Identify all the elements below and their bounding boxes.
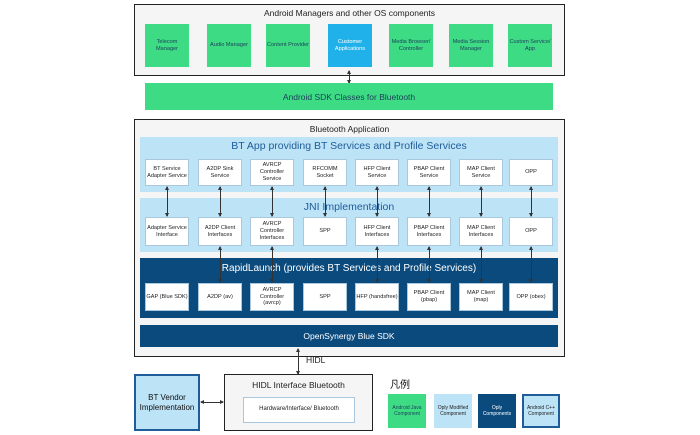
hidl-interface-title: HIDL Interface Bluetooth [252,380,345,390]
legend-title: 凡例 [390,380,410,391]
audio-manager-box: Audio Manager [207,24,251,67]
map-client-interfaces-box: MAP Client Interfaces [459,217,503,246]
jni-panel-title: JNI Implementation [303,201,395,213]
rapidlaunch-panel-title: RapidLaunch (provides BT Services and Pr… [221,262,477,274]
telecom-manager-box: Telecom Manager [145,24,189,67]
service-jni-arrow-3 [270,186,274,217]
legend-oply-modified: Oply Modified Component [434,394,472,428]
hfp-client-service-box: HFP Client Service [355,159,399,186]
hidl-interface-container: HIDL Interface Bluetooth Hardware/Interf… [224,374,373,431]
jni-rapid-arrow-4 [427,246,431,283]
vendor-hidl-arrow [200,400,224,404]
bt-vendor-implementation-box: BT Vendor Implementation [134,374,200,431]
service-jni-arrow-6 [427,186,431,217]
content-provider-box: Content Provider [266,24,310,67]
jni-rapid-arrow-3 [375,246,379,283]
hidl-interface-inner-box: Hardware/Interface/ Bluetooth [243,397,355,423]
a2dp-sink-service-box: A2DP Sink Service [198,159,242,186]
android-sdk-bar: Android SDK Classes for Bluetooth [145,83,553,110]
bt-services-panel-title: BT App providing BT Services and Profile… [231,140,467,152]
jni-rapid-arrow-6 [529,246,533,283]
service-jni-arrow-7 [479,186,483,217]
avrcp-controller-avrcp-box: AVRCP Controller (avrcp) [250,283,294,311]
android-managers-title: Android Managers and other OS components [263,8,436,18]
service-jni-arrow-2 [218,186,222,217]
pbap-client-service-box: PBAP Client Service [407,159,451,186]
opp-jni-box: OPP [509,217,553,246]
legend-android-cpp: Android C++ Component [522,394,560,428]
service-jni-arrow-5 [375,186,379,217]
bt-service-adapter-box: BT Service Adapter Service [145,159,189,186]
jni-rapid-arrow-5 [479,246,483,283]
adapter-service-interface-box: Adapter Service Interface [145,217,189,246]
avrcp-controller-service-box: AVRCP Controller Service [250,159,294,186]
legend-android-java: Android Java Component [388,394,426,428]
hfp-client-interfaces-box: HFP Client Interfaces [355,217,399,246]
bluetooth-application-title: Bluetooth Application [309,124,390,134]
avrcp-controller-interfaces-box: AVRCP Controller Interfaces [250,217,294,246]
opp-service-box: OPP [509,159,553,186]
hfp-handsfree-box: HFP (handsfree) [355,283,399,311]
opensynergy-bar: OpenSynergy Blue SDK [140,325,558,347]
pbap-client-interfaces-box: PBAP Client Interfaces [407,217,451,246]
gap-box: GAP (Blue SDK) [145,283,189,311]
media-session-manager-box: Media Session Manager [449,24,493,67]
rfcomm-socket-box: RFCOMM Socket [303,159,347,186]
a2dp-client-interfaces-box: A2DP Client Interfaces [198,217,242,246]
hidl-label: HIDL [306,355,326,365]
legend-oply-components: Oply Components [478,394,516,428]
hidl-arrow [296,348,300,375]
spp-jni-box: SPP [303,217,347,246]
map-client-map-box: MAP Client (map) [459,283,503,311]
spp-rapid-box: SPP [303,283,347,311]
a2dp-av-box: A2DP (av) [198,283,242,311]
jni-rapid-arrow-2 [270,246,274,283]
service-jni-arrow-8 [529,186,533,217]
customer-applications-box: Customer Applications [328,24,372,67]
service-jni-arrow-4 [323,186,327,217]
jni-rapid-arrow-1 [218,246,222,283]
media-browser-box: Media Browser/ Controller [389,24,433,67]
map-client-service-box: MAP Client Service [459,159,503,186]
pbap-client-pbap-box: PBAP Client (pbap) [407,283,451,311]
opp-obex-box: OPP (obex) [509,283,553,311]
service-jni-arrow-1 [165,186,169,217]
custom-service-box: Custom Service/ App [508,24,552,67]
managers-sdk-arrow [347,70,351,84]
